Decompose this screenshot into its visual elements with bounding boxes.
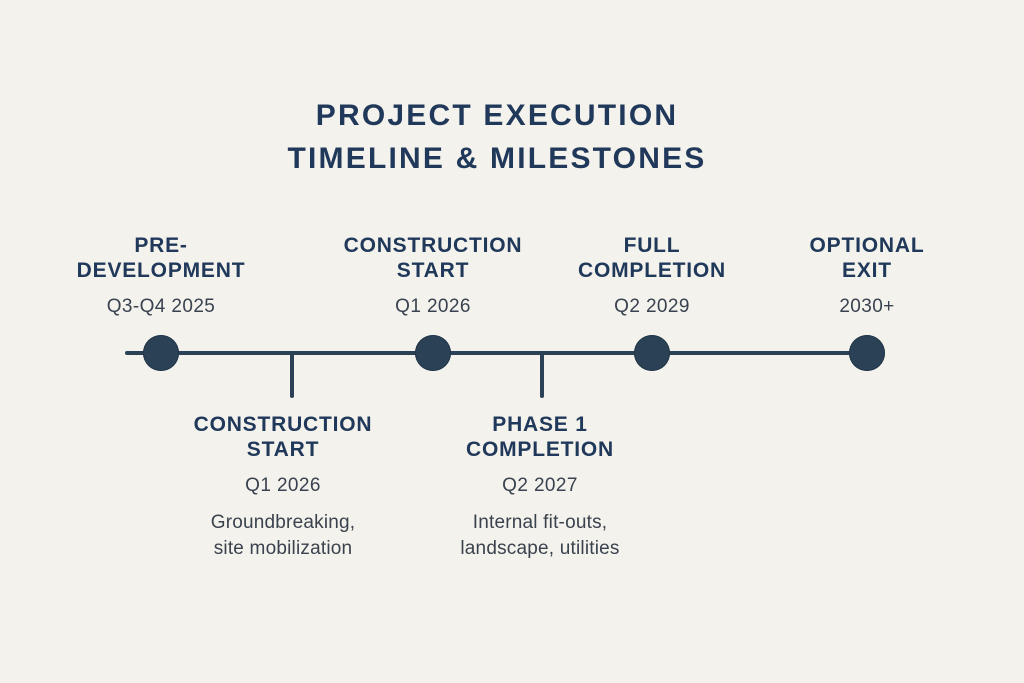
- timeline-line: [125, 351, 869, 355]
- milestone-description: Groundbreaking, site mobilization: [210, 512, 356, 559]
- milestone-label: CONSTRUCTION START: [193, 413, 373, 461]
- milestone-label: FULL COMPLETION: [578, 234, 726, 282]
- milestone-dot: [634, 335, 670, 371]
- milestone-date: Q3-Q4 2025: [106, 296, 216, 317]
- milestone-date: Q2 2027: [502, 475, 578, 496]
- milestone-date: Q1 2026: [395, 296, 471, 317]
- page-title: PROJECT EXECUTION TIMELINE & MILESTONES: [287, 99, 707, 175]
- milestone-construction-start-bottom: CONSTRUCTION START Q1 2026 Groundbreakin…: [143, 412, 423, 562]
- milestone-optional-exit: OPTIONAL EXIT 2030+: [747, 233, 987, 318]
- milestone-date: 2030+: [839, 296, 895, 317]
- milestone-date: Q1 2026: [245, 475, 321, 496]
- milestone-label: OPTIONAL EXIT: [809, 234, 925, 282]
- milestone-pre-development: PRE- DEVELOPMENT Q3-Q4 2025: [41, 233, 281, 318]
- milestone-construction-start-top: CONSTRUCTION START Q1 2026: [313, 233, 553, 318]
- milestone-dot: [143, 335, 179, 371]
- milestone-full-completion: FULL COMPLETION Q2 2029: [532, 233, 772, 318]
- milestone-description: Internal fit-outs, landscape, utilities: [460, 512, 620, 559]
- milestone-dot: [415, 335, 451, 371]
- milestone-label: PHASE 1 COMPLETION: [466, 413, 614, 461]
- tick-connector: [290, 352, 294, 398]
- milestone-date: Q2 2029: [614, 296, 690, 317]
- milestone-dot: [849, 335, 885, 371]
- milestone-label: PRE- DEVELOPMENT: [76, 234, 246, 282]
- milestone-phase1-completion: PHASE 1 COMPLETION Q2 2027 Internal fit-…: [400, 412, 680, 562]
- milestone-label: CONSTRUCTION START: [343, 234, 523, 282]
- tick-connector: [540, 352, 544, 398]
